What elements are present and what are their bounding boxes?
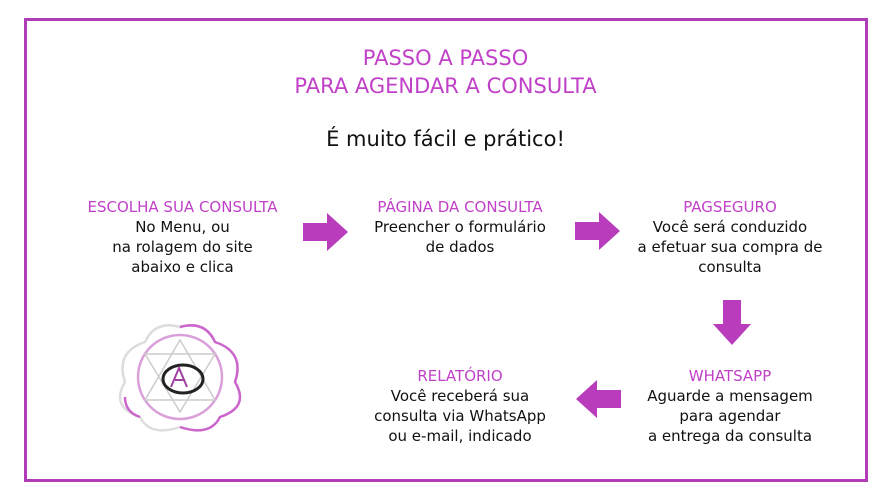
step-text: consulta (698, 258, 762, 276)
title-line-2: PARA AGENDAR A CONSULTA (294, 74, 597, 98)
step-text: consulta via WhatsApp (374, 407, 546, 425)
arrow-right-icon (575, 212, 620, 250)
step-text: para agendar (679, 407, 781, 425)
step-heading: ESCOLHA SUA CONSULTA (87, 198, 278, 216)
step-text: abaixo e clica (131, 258, 234, 276)
step-whatsapp: WHATSAPP Aguarde a mensagem para agendar… (610, 366, 850, 446)
step-text: ou e-mail, indicado (388, 427, 532, 445)
step-pagseguro: PAGSEGURO Você será conduzido a efetuar … (610, 197, 850, 277)
step-text: na rolagem do site (112, 238, 253, 256)
title-line-1: PASSO A PASSO (362, 46, 529, 70)
step-text: Aguarde a mensagem (647, 387, 813, 405)
page-title: PASSO A PASSO PARA AGENDAR A CONSULTA (0, 44, 891, 100)
step-text: No Menu, ou (135, 218, 230, 236)
lotus-mandala-logo (118, 324, 242, 432)
step-report: RELATÓRIO Você receberá sua consulta via… (350, 366, 570, 446)
arrow-down-icon (713, 300, 751, 345)
step-consultation-page: PÁGINA DA CONSULTA Preencher o formulári… (340, 197, 580, 257)
step-heading: PÁGINA DA CONSULTA (377, 198, 543, 216)
step-text: Você será conduzido (652, 218, 808, 236)
step-choose-consultation: ESCOLHA SUA CONSULTA No Menu, ou na rola… (60, 197, 305, 277)
step-heading: RELATÓRIO (417, 367, 503, 385)
step-text: Você receberá sua (390, 387, 530, 405)
subtitle: É muito fácil e prático! (326, 127, 565, 151)
arrow-left-icon (576, 380, 621, 418)
step-text: de dados (425, 238, 495, 256)
step-text: a entrega da consulta (647, 427, 813, 445)
step-heading: WHATSAPP (688, 367, 772, 385)
page-border (24, 18, 868, 482)
arrow-right-icon (303, 213, 348, 251)
step-text: a efetuar sua compra de (637, 238, 823, 256)
step-heading: PAGSEGURO (683, 198, 777, 216)
step-text: Preencher o formulário (374, 218, 546, 236)
